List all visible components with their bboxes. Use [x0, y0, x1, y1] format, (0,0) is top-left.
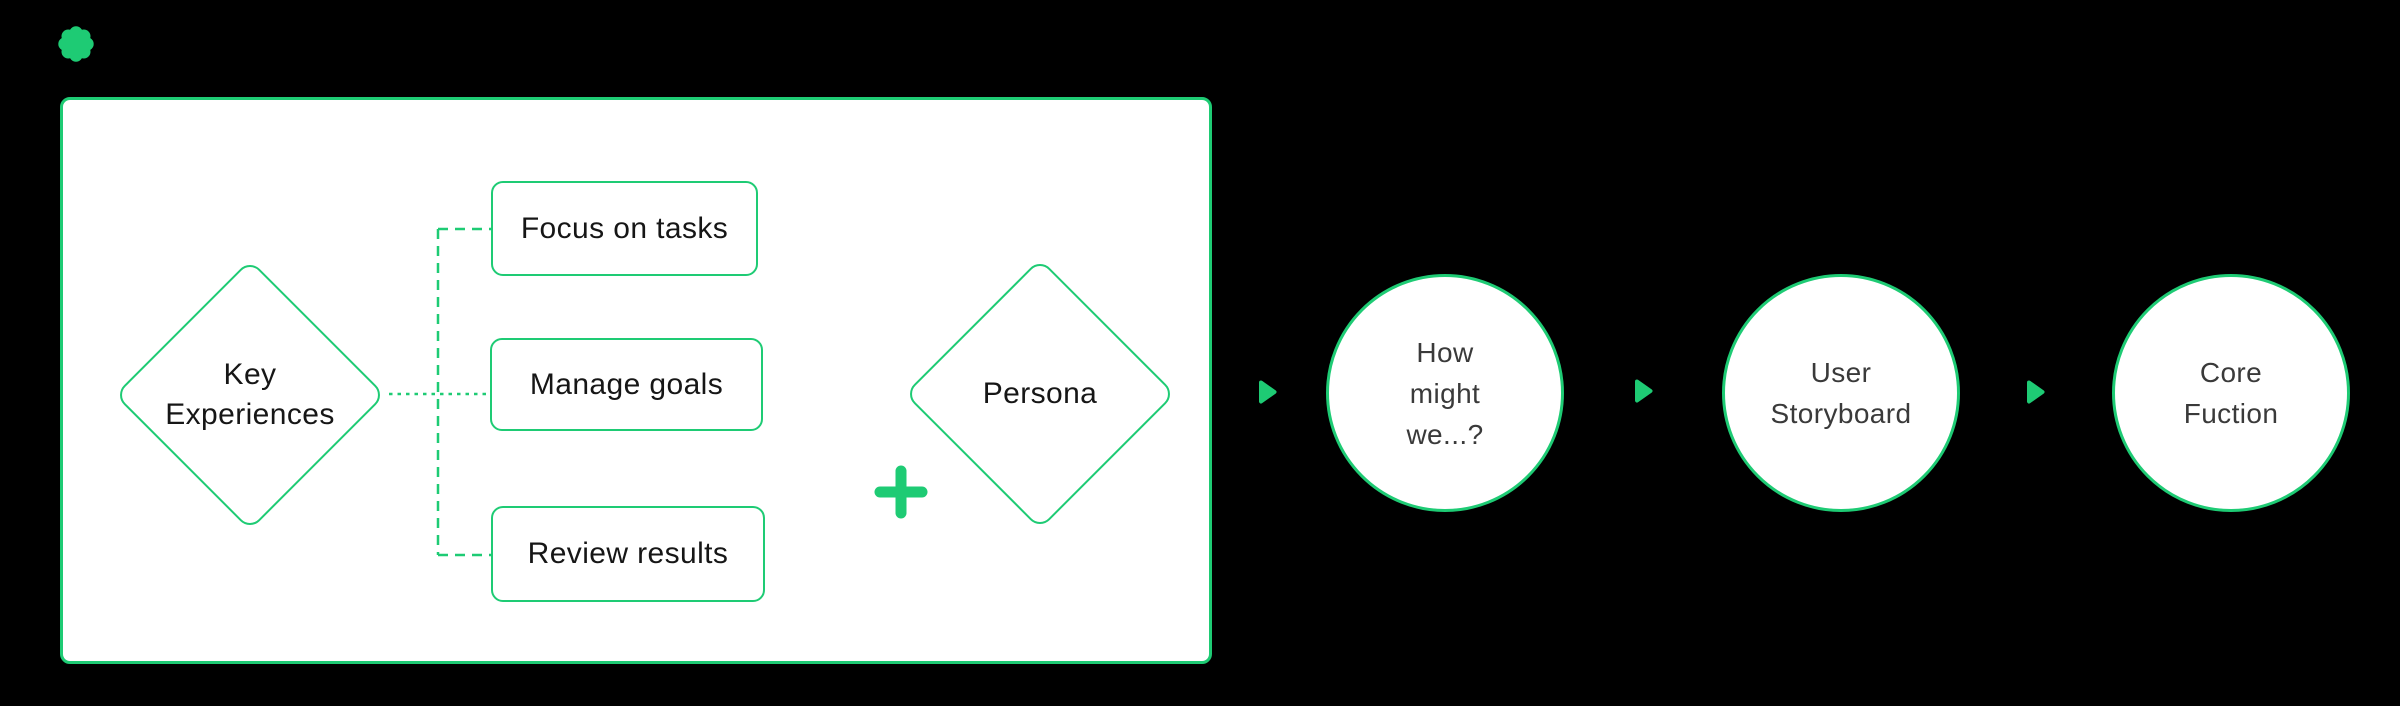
flower-icon [58, 26, 94, 62]
circle-label-line: Core [2199, 357, 2263, 388]
circle-label-line: Fuction [2183, 398, 2279, 429]
key-experiences-label: Key Experiences [114, 259, 386, 531]
node-core-function[interactable]: Core Fuction [2112, 274, 2350, 512]
label-line: Experiences [165, 398, 335, 431]
circle-label-line: we...? [1406, 418, 1484, 450]
play-arrow-icon [2026, 379, 2046, 405]
node-how-might-we[interactable]: How might we...? [1326, 274, 1564, 512]
node-manage-goals[interactable]: Manage goals [490, 338, 763, 431]
task-label: Focus on tasks [520, 211, 729, 245]
task-label: Review results [527, 537, 729, 570]
task-label: Manage goals [529, 367, 724, 401]
node-user-storyboard[interactable]: User Storyboard [1722, 274, 1960, 512]
circle-label-line: How [1416, 336, 1474, 368]
circle-label-line: User [1810, 357, 1872, 388]
node-focus-on-tasks[interactable]: Focus on tasks [491, 181, 758, 276]
persona-label: Persona [904, 258, 1176, 530]
plus-icon [873, 464, 929, 520]
node-key-experiences[interactable]: Key Experiences [114, 259, 386, 531]
label-line: Key [223, 358, 277, 391]
dashed-connectors [389, 227, 491, 557]
circle-label-line: Storyboard [1770, 398, 1912, 429]
circle-label-line: might [1409, 377, 1481, 409]
ideation-panel: Key Experiences Focus on tasks Manage go… [60, 97, 1212, 664]
label-line: Persona [982, 377, 1098, 410]
node-persona[interactable]: Persona [904, 258, 1176, 530]
play-arrow-icon [1634, 378, 1654, 404]
node-review-results[interactable]: Review results [491, 506, 765, 602]
play-arrow-icon [1258, 379, 1278, 405]
